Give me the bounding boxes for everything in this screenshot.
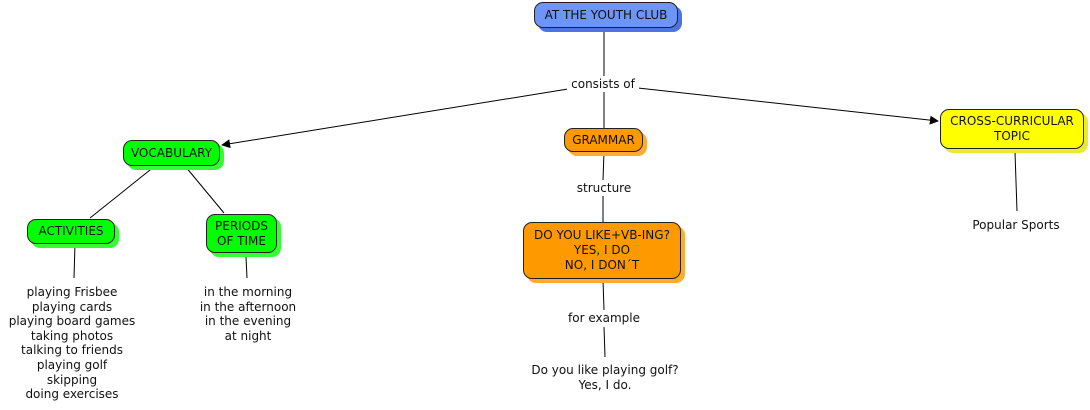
line-consists-cross [637, 87, 939, 125]
activity-item: playing board games [8, 314, 136, 329]
linking-structure: structure [572, 181, 636, 196]
concept-periods-of-time[interactable]: PERIODS OF TIME [206, 214, 277, 253]
activity-item: playing Frisbee [26, 285, 118, 299]
concept-cross-curricular-label: CROSS-CURRICULAR TOPIC [950, 114, 1074, 143]
concept-activities-label: ACTIVITIES [38, 224, 104, 238]
cross-topic-item: Popular Sports [962, 218, 1070, 233]
period-item: at night [224, 328, 272, 343]
activity-item: playing cards [31, 299, 113, 314]
line-periods-list [245, 256, 248, 279]
activity-item: skipping [46, 372, 98, 387]
line-box-forexample [602, 279, 605, 311]
example-list: Do you like playing golf? Yes, I do. [525, 363, 685, 392]
line-forexample-example [603, 326, 606, 358]
concept-vocabulary[interactable]: VOCABULARY [123, 140, 220, 166]
concept-structure[interactable]: DO YOU LIKE+VB-ING? YES, I DO NO, I DON´… [523, 222, 681, 279]
line-vocab-periods [184, 165, 225, 214]
concept-structure-label: DO YOU LIKE+VB-ING? YES, I DO NO, I DON´… [534, 228, 670, 272]
activities-list: playing Frisbee playing cards playing bo… [2, 285, 142, 402]
example-item: Yes, I do. [578, 377, 632, 392]
line-vocab-activities [89, 165, 156, 219]
line-cross-popular [1014, 151, 1018, 212]
period-item: in the morning [203, 285, 293, 299]
concept-grammar[interactable]: GRAMMAR [564, 128, 643, 152]
concept-grammar-label: GRAMMAR [572, 132, 635, 147]
activity-item: playing golf [36, 357, 108, 372]
line-activities-list [73, 243, 76, 279]
activity-item: doing exercises [25, 387, 119, 402]
period-item: in the evening [204, 314, 292, 329]
concept-root-label: AT THE YOUTH CLUB [544, 7, 668, 22]
concept-activities[interactable]: ACTIVITIES [27, 219, 115, 244]
example-item: Do you like playing golf? [531, 363, 679, 377]
line-grammar-structure [602, 151, 605, 181]
concept-cross-curricular[interactable]: CROSS-CURRICULAR TOPIC [940, 109, 1084, 149]
concept-vocabulary-label: VOCABULARY [130, 145, 213, 160]
linking-for-example: for example [564, 311, 644, 326]
concept-root[interactable]: AT THE YOUTH CLUB [534, 2, 678, 28]
concept-periods-of-time-label: PERIODS OF TIME [215, 218, 268, 248]
activity-item: taking photos [30, 328, 114, 343]
line-consists-vocabulary [221, 88, 569, 149]
period-item: in the afternoon [199, 299, 297, 314]
linking-consists-of: consists of [567, 77, 639, 92]
activity-item: talking to friends [21, 343, 123, 358]
periods-list: in the morning in the afternoon in the e… [188, 285, 308, 343]
